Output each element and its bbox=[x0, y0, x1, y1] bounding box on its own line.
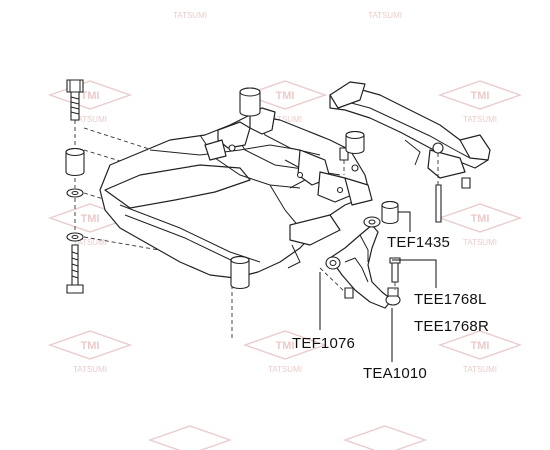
bushing-right-part bbox=[381, 200, 399, 225]
svg-text:TATSUMI: TATSUMI bbox=[368, 11, 402, 20]
bottom-bolt-part bbox=[66, 244, 84, 294]
label-tee1768l: TEE1768L bbox=[414, 291, 486, 308]
watermark-mark: TMI TATSUMI bbox=[47, 330, 133, 374]
svg-text:TMI: TMI bbox=[471, 340, 490, 352]
left-bolt-stack bbox=[65, 79, 85, 294]
svg-text:TMI: TMI bbox=[471, 213, 490, 225]
watermark-mark: TMI TATSUMI bbox=[437, 330, 523, 374]
svg-text:TATSUMI: TATSUMI bbox=[73, 238, 107, 247]
label-tef1076: TEF1076 bbox=[292, 335, 355, 352]
watermark-mark: TATSUMI bbox=[173, 11, 207, 20]
label-tef1435: TEF1435 bbox=[387, 234, 450, 251]
svg-text:TATSUMI: TATSUMI bbox=[73, 365, 107, 374]
bolt-head-part bbox=[66, 79, 84, 93]
watermark-mark bbox=[147, 425, 233, 450]
part-labels: TEF1435 TEE1768L TEE1768R TEF1076 TEA101… bbox=[292, 234, 489, 382]
watermark-mark: TMI TATSUMI bbox=[437, 203, 523, 247]
watermark-mark bbox=[342, 425, 428, 450]
svg-text:TATSUMI: TATSUMI bbox=[463, 115, 497, 124]
arm-bolts bbox=[319, 257, 401, 299]
svg-text:TATSUMI: TATSUMI bbox=[463, 238, 497, 247]
watermark-mark: TATSUMI bbox=[368, 11, 402, 20]
front-subframe bbox=[99, 107, 373, 279]
svg-text:TATSUMI: TATSUMI bbox=[73, 115, 107, 124]
lower-control-arm bbox=[325, 224, 393, 309]
label-tee1768r: TEE1768R bbox=[414, 318, 489, 335]
svg-text:TMI: TMI bbox=[81, 213, 100, 225]
washer-part bbox=[66, 188, 84, 198]
svg-text:TMI: TMI bbox=[471, 90, 490, 102]
watermark-mark: TMI TATSUMI bbox=[242, 80, 328, 124]
svg-text:TMI: TMI bbox=[276, 340, 295, 352]
watermark-mark: TMI TATSUMI bbox=[47, 80, 133, 124]
center-stud-part bbox=[339, 147, 349, 175]
rear-bolt-part bbox=[432, 142, 471, 223]
bushing-tef1435-part bbox=[345, 130, 365, 155]
svg-text:TATSUMI: TATSUMI bbox=[173, 11, 207, 20]
top-mount-bushing-part bbox=[239, 87, 261, 117]
watermark-mark: TMI TATSUMI bbox=[242, 330, 328, 374]
lower-mount-bushing-part bbox=[230, 255, 250, 290]
washer-part bbox=[66, 232, 84, 242]
spacer-bushing-part bbox=[65, 147, 85, 177]
ball-joint-part bbox=[385, 287, 401, 306]
svg-text:TMI: TMI bbox=[81, 340, 100, 352]
watermark-mark: TMI TATSUMI bbox=[437, 80, 523, 124]
svg-text:TATSUMI: TATSUMI bbox=[463, 365, 497, 374]
leader-lines bbox=[319, 211, 437, 362]
svg-text:TMI: TMI bbox=[276, 90, 295, 102]
arm-rear-bushing-part bbox=[363, 216, 381, 228]
rear-crossmember bbox=[329, 81, 491, 179]
svg-text:TATSUMI: TATSUMI bbox=[268, 115, 302, 124]
long-bolt-part bbox=[70, 91, 80, 121]
svg-text:TMI: TMI bbox=[81, 90, 100, 102]
svg-text:TATSUMI: TATSUMI bbox=[268, 365, 302, 374]
label-tea1010: TEA1010 bbox=[363, 365, 427, 382]
